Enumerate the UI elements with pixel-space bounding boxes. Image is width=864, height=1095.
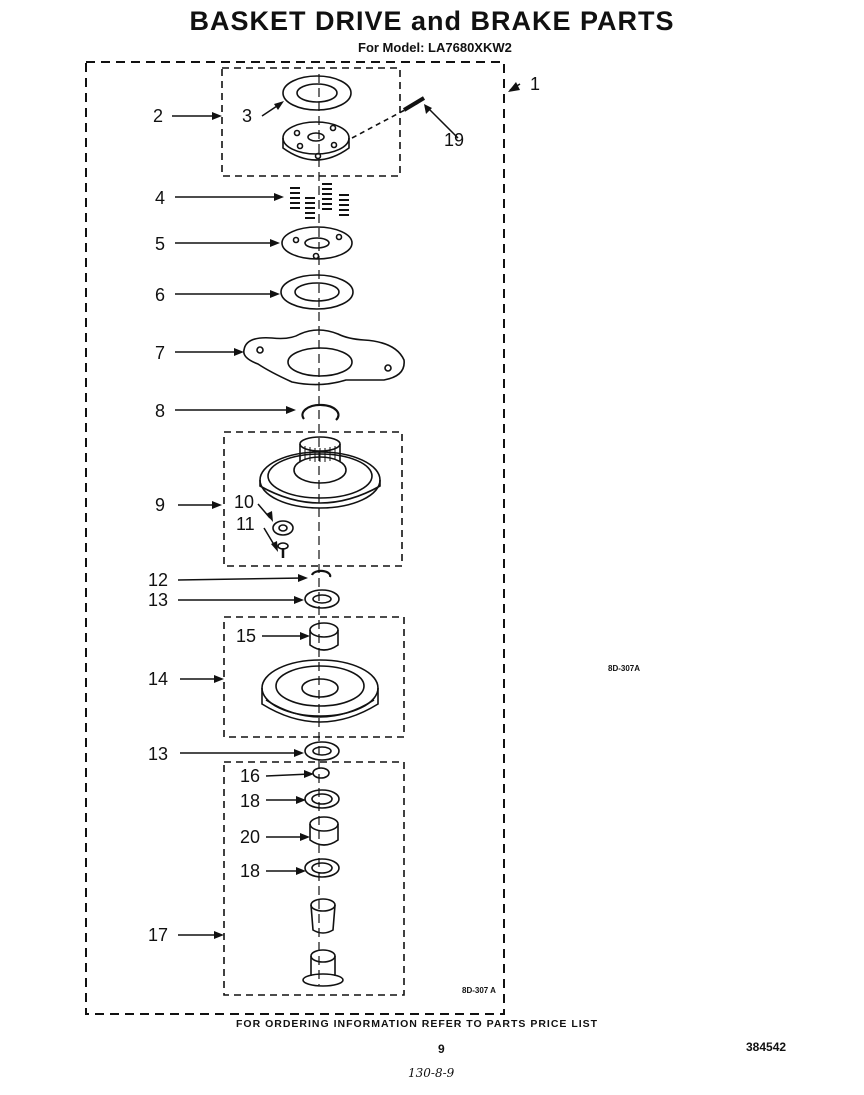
part-springs-4 [290,183,349,219]
part-brake-plate-7 [242,329,405,386]
callout-11: 11 [236,514,255,534]
callout-18-upper: 18 [240,791,260,811]
callout-8: 8 [155,401,165,421]
subassembly-box-14 [223,616,405,738]
part-washer-3 [282,75,352,111]
callout-10: 10 [234,492,254,512]
callout-13-upper: 13 [148,590,168,610]
part-screw-11 [277,542,289,558]
callout-13-lower: 13 [148,744,168,764]
part-tube-17 [302,898,344,987]
diagram-code-inner: 8D-307 A [462,986,496,995]
callout-2: 2 [153,106,163,126]
diagram-title: BASKET DRIVE and BRAKE PARTS [189,6,675,36]
ordering-note: FOR ORDERING INFORMATION REFER TO PARTS … [236,1018,599,1030]
part-nut-10 [272,520,294,536]
callout-7: 7 [155,343,165,363]
callout-6: 6 [155,285,165,305]
subassembly-box-2 [221,67,401,177]
callout-3: 3 [242,106,252,126]
part-bearing-13-upper [304,589,340,609]
part-washer-6 [280,274,354,310]
part-drive-hub-2 [282,121,350,161]
callout-1: 1 [530,74,540,94]
callout-19: 19 [444,130,464,150]
callout-14: 14 [148,669,168,689]
callout-12: 12 [148,570,168,590]
callout-17: 17 [148,925,168,945]
document-number: 384542 [746,1040,787,1054]
part-clip-12 [310,569,332,578]
callout-9: 9 [155,495,165,515]
part-bearing-18-lower [304,858,340,878]
subassembly-box-9 [223,431,403,567]
part-ring-8 [301,403,340,421]
part-pulley-14 [261,659,379,723]
callout-20: 20 [240,827,260,847]
part-brake-drum-9 [259,436,381,509]
callout-15: 15 [236,626,256,646]
arrow-heads [212,82,520,939]
part-bearing-13-lower [304,741,340,761]
subassembly-box-17 [223,761,405,996]
handwritten-note: 130-8-9 [408,1066,455,1080]
part-spring-plate-5 [281,226,353,260]
callout-18-lower: 18 [240,861,260,881]
part-bushing-15 [309,622,339,651]
part-bushing-20 [309,816,339,846]
model-label: For Model: LA7680XKW2 [358,40,512,55]
callout-16: 16 [240,766,260,786]
page-number: 9 [438,1042,445,1056]
callout-labels: 1 2 3 4 5 6 7 8 9 10 11 12 13 14 15 13 1… [148,74,540,945]
assembly-box [85,61,505,1015]
diagram-code-side: 8D-307A [608,664,641,673]
part-pin-19 [351,96,426,139]
callout-4: 4 [155,188,165,208]
leader-lines [172,83,521,936]
part-bearing-18-upper [304,789,340,809]
part-seal-16 [312,767,330,779]
callout-5: 5 [155,234,165,254]
